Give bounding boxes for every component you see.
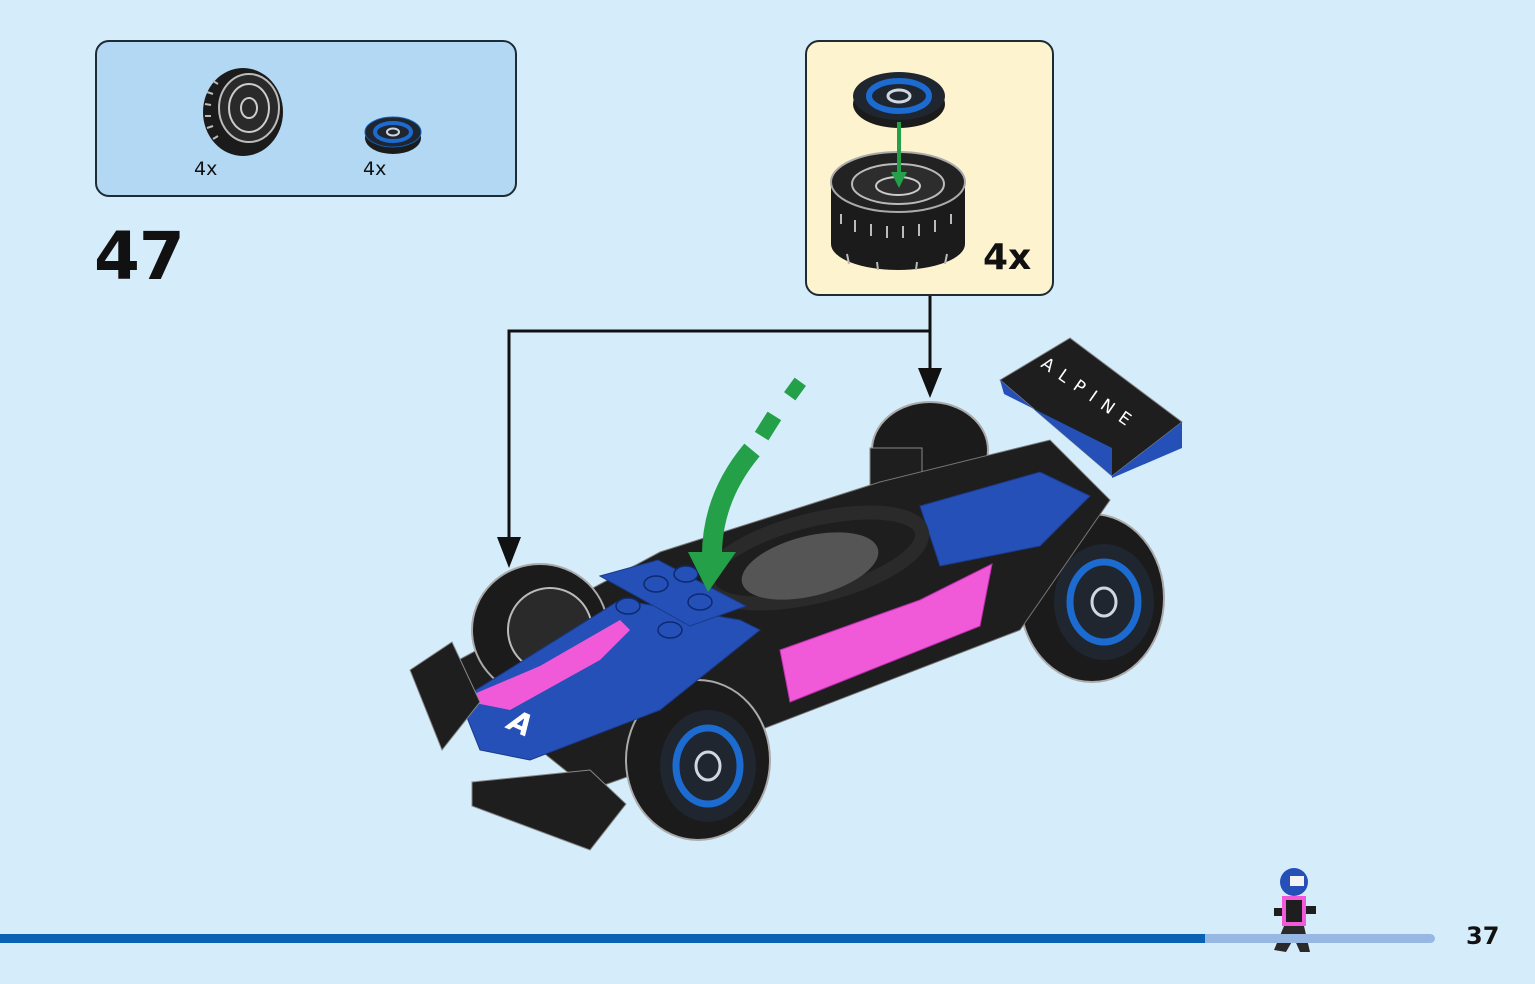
tile-quantity: 4x	[363, 158, 387, 180]
sub-assembly-quantity: 4x	[983, 237, 1032, 278]
front-right-wheel	[625, 679, 771, 841]
wheel-assembly-illustration	[830, 72, 966, 271]
arrow-down-icon	[497, 537, 521, 568]
parts-list-box: 4x 4x	[95, 40, 517, 197]
car-nose	[459, 599, 761, 761]
tire-icon	[203, 68, 283, 156]
front-wing	[471, 769, 627, 851]
step-number: 47	[94, 218, 185, 295]
progress-bar	[0, 934, 1435, 943]
tire-quantity: 4x	[194, 158, 218, 180]
progress-fill	[0, 934, 1206, 943]
arrow-down-icon	[918, 368, 942, 398]
minifigure-progress-marker	[1274, 868, 1316, 952]
race-car-illustration: ALPINE A	[409, 337, 1183, 851]
sub-assembly-box: 4x	[805, 40, 1054, 296]
install-arrow-icon	[688, 377, 806, 592]
callout-connector-line	[507, 296, 932, 545]
page-number: 37	[1466, 922, 1500, 950]
round-tile-icon	[364, 116, 422, 154]
